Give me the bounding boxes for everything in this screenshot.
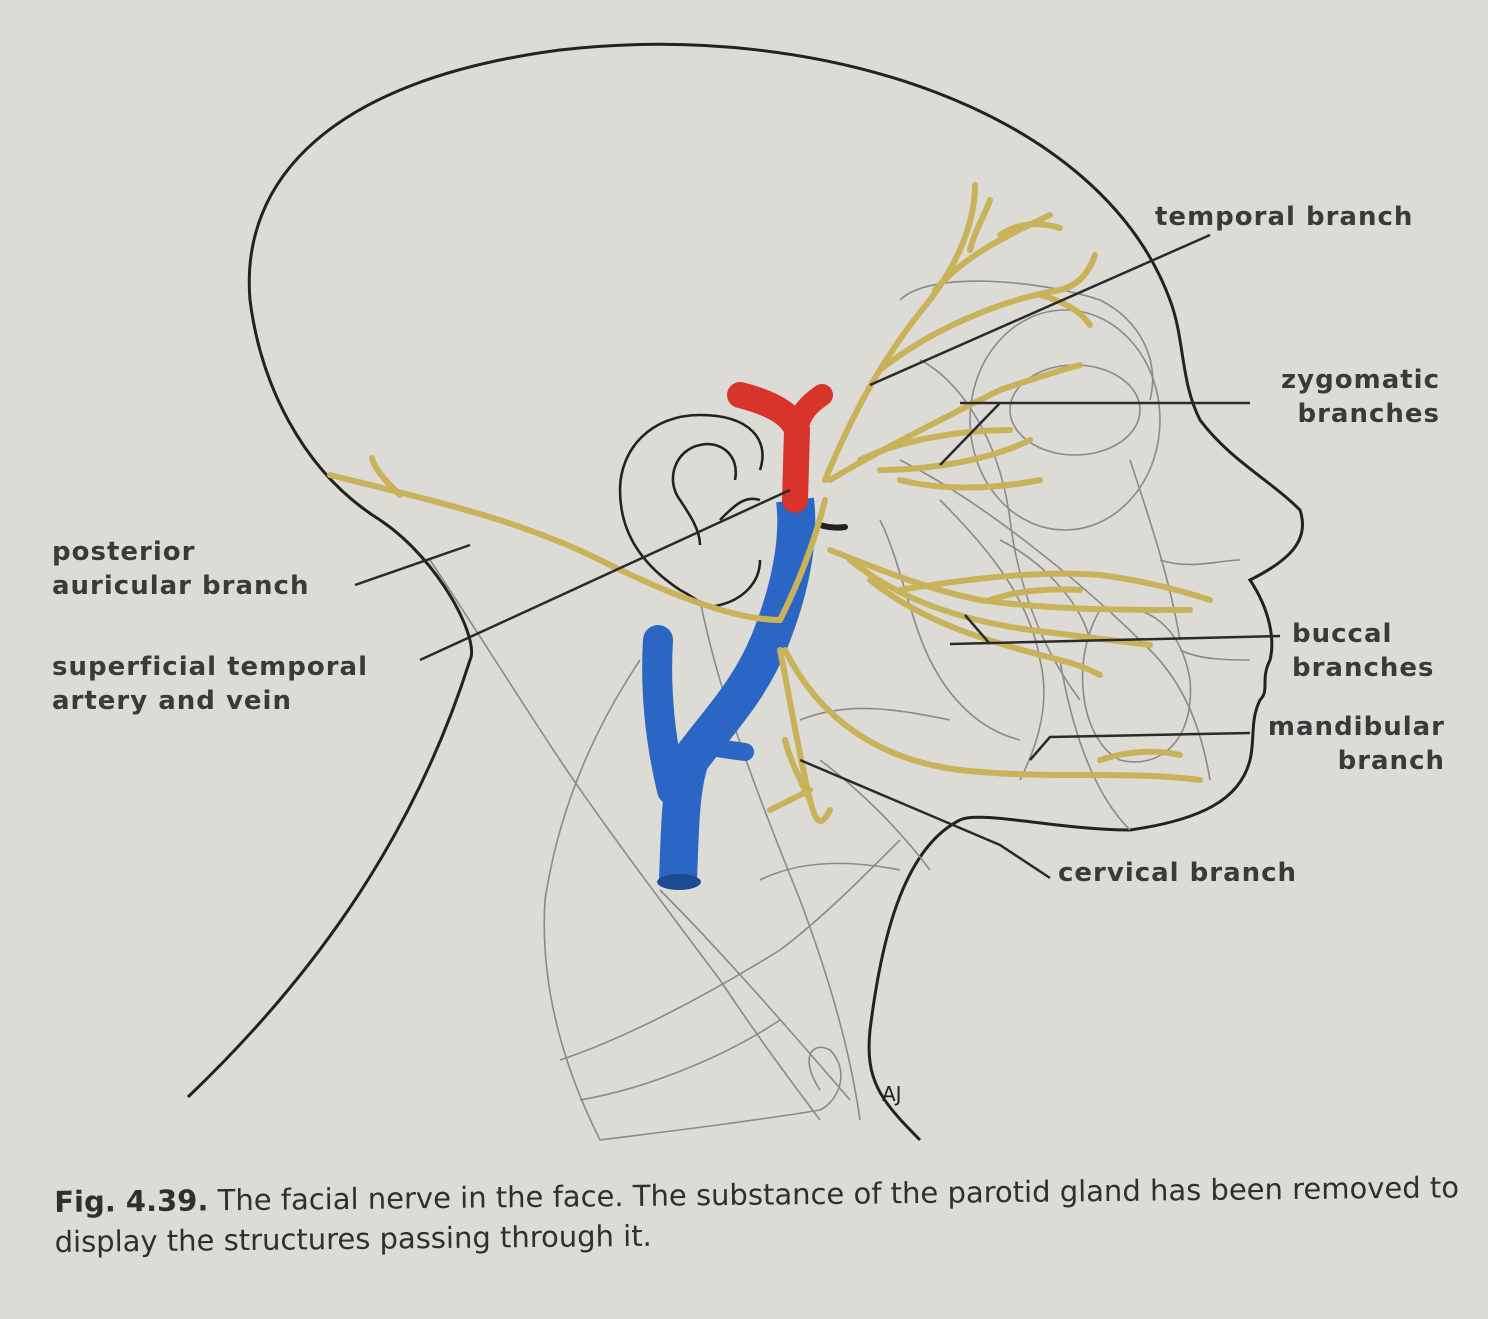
label-mandibular-line1: mandibular <box>1255 710 1445 744</box>
figure-number: Fig. 4.39. <box>54 1183 209 1219</box>
label-superficial-temporal: superficial temporal artery and vein <box>52 650 368 718</box>
label-cervical-branch: cervical branch <box>1058 856 1297 890</box>
facial-muscles-outlines <box>430 281 1250 1140</box>
figure-caption: Fig. 4.39. The facial nerve in the face.… <box>54 1167 1465 1262</box>
label-posterior-auricular-branch: posterior auricular branch <box>52 535 309 603</box>
leader-posterior-auricular <box>355 545 470 585</box>
label-posterior-line1: posterior <box>52 535 309 569</box>
label-mandibular-branch: mandibular branch <box>1255 710 1445 778</box>
label-temporal-text: temporal branch <box>1155 202 1413 232</box>
label-buccal-branches: buccal branches <box>1292 617 1435 685</box>
superficial-temporal-artery <box>740 395 822 500</box>
label-buccal-line2: branches <box>1292 651 1435 685</box>
label-leader-lines <box>355 235 1280 878</box>
artist-signature: AJ <box>882 1082 902 1106</box>
label-superficial-line2: artery and vein <box>52 684 368 718</box>
label-temporal-branch: temporal branch <box>1155 200 1413 234</box>
label-zygomatic-branches: zygomatic branches <box>1255 363 1440 431</box>
label-superficial-line1: superficial temporal <box>52 650 368 684</box>
label-zygomatic-line1: zygomatic <box>1255 363 1440 397</box>
label-buccal-line1: buccal <box>1292 617 1435 651</box>
leader-mandibular <box>1030 733 1250 760</box>
caption-text: The facial nerve in the face. The substa… <box>54 1170 1459 1259</box>
label-mandibular-line2: branch <box>1255 744 1445 778</box>
label-posterior-line2: auricular branch <box>52 569 309 603</box>
facial-nerve-branches <box>330 185 1210 821</box>
label-zygomatic-line2: branches <box>1255 397 1440 431</box>
label-cervical-text: cervical branch <box>1058 858 1297 888</box>
